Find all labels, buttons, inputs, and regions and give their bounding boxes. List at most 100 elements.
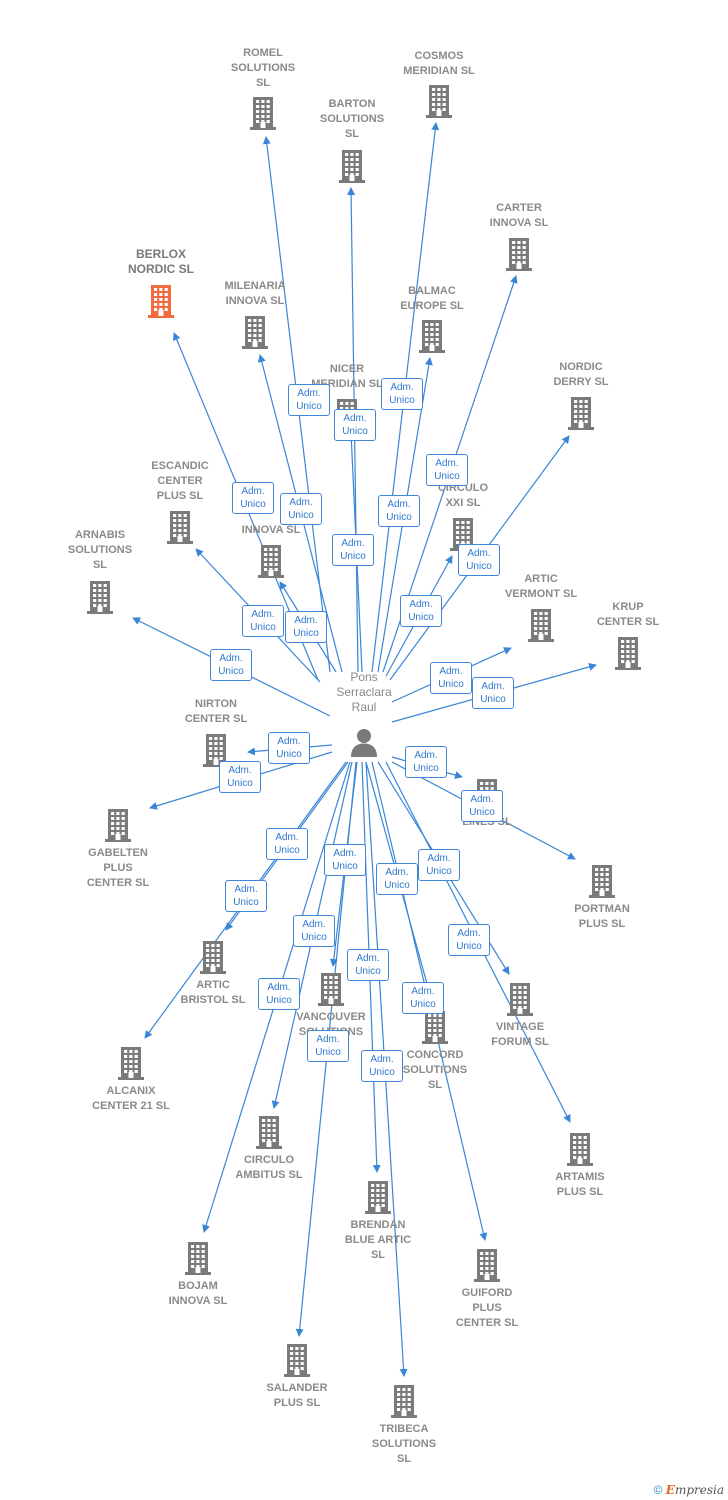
brand-logo: Empresia [666, 1483, 724, 1497]
role-badge[interactable]: Adm.Unico [448, 924, 490, 956]
role-label-line1: Adm. [251, 609, 275, 620]
company-node-arnabis[interactable]: ARNABIS SOLUTIONS SL [45, 528, 155, 614]
role-badge[interactable]: Adm.Unico [324, 844, 366, 876]
company-name: BARTON SOLUTIONS SL [319, 98, 385, 140]
role-badge[interactable]: Adm.Unico [280, 493, 322, 525]
role-label-line2: Unico [276, 749, 302, 760]
company-node-carter[interactable]: CARTER INNOVA SL [464, 201, 574, 271]
footer-credit[interactable]: © Empresia [654, 1483, 724, 1497]
role-badge[interactable]: Adm.Unico [405, 746, 447, 778]
role-badge[interactable]: Adm.Unico [376, 863, 418, 895]
role-label-line1: Adm. [411, 986, 435, 997]
role-badge[interactable]: Adm.Unico [472, 677, 514, 709]
role-badge[interactable]: Adm.Unico [426, 454, 468, 486]
building-icon [568, 397, 594, 430]
role-label-line1: Adm. [390, 382, 414, 393]
role-badge[interactable]: Adm.Unico [400, 595, 442, 627]
role-label-line2: Unico [389, 395, 415, 406]
company-name: ARTAMIS PLUS SL [555, 1171, 605, 1198]
company-node-krup[interactable]: KRUP CENTER SL [573, 600, 683, 670]
company-node-guiford[interactable]: GUIFORD PLUS CENTER SL [432, 1248, 542, 1331]
company-node-bojam[interactable]: BOJAM INNOVA SL [143, 1241, 253, 1309]
role-badge[interactable]: Adm.Unico [266, 828, 308, 860]
role-label-line1: Adm. [316, 1034, 340, 1045]
role-badge[interactable]: Adm.Unico [242, 605, 284, 637]
role-label-line2: Unico [227, 778, 253, 789]
role-label-line1: Adm. [343, 413, 367, 424]
company-name: NIRTON CENTER SL [184, 698, 248, 725]
company-node-nirton[interactable]: NIRTON CENTER SL [161, 697, 271, 767]
role-label-line2: Unico [266, 995, 292, 1006]
role-badge[interactable]: Adm.Unico [334, 409, 376, 441]
company-node-romel[interactable]: ROMEL SOLUTIONS SL [208, 46, 318, 130]
role-badge[interactable]: Adm.Unico [347, 949, 389, 981]
company-name: ARTIC BRISTOL SL [180, 979, 246, 1006]
role-label-line1: Adm. [277, 736, 301, 747]
role-badge[interactable]: Adm.Unico [288, 384, 330, 416]
role-badge[interactable]: Adm. Unico [258, 978, 300, 1010]
company-node-nordic[interactable]: NORDIC DERRY SL [526, 360, 636, 430]
role-badge[interactable]: Adm.Unico [210, 649, 252, 681]
role-badge[interactable]: Adm. Unico [402, 982, 444, 1014]
role-badge[interactable]: Adm.Unico [285, 611, 327, 643]
building-icon [105, 809, 131, 842]
role-badge[interactable]: Adm.Unico [332, 534, 374, 566]
role-label-line2: Unico [233, 897, 259, 908]
company-node-tribeca[interactable]: TRIBECA SOLUTIONS SL [349, 1384, 459, 1467]
role-badge[interactable]: Adm.Unico [307, 1030, 349, 1062]
company-node-barton[interactable]: BARTON SOLUTIONS SL [297, 97, 407, 183]
role-badge[interactable]: Adm. Unico [268, 732, 310, 764]
building-icon [185, 1242, 211, 1275]
role-badge[interactable]: Adm. Unico [381, 378, 423, 410]
brand-initial: E [665, 1483, 675, 1497]
company-name: GABELTEN PLUS CENTER SL [86, 847, 150, 889]
role-label-line2: Unico [355, 966, 381, 977]
building-icon [148, 285, 174, 318]
role-badge[interactable]: Adm.Unico [219, 761, 261, 793]
role-label-line2: Unico [438, 679, 464, 690]
company-node-gabelten[interactable]: GABELTEN PLUS CENTER SL [63, 808, 173, 891]
company-node-cosmos[interactable]: COSMOS MERIDIAN SL [384, 49, 494, 118]
company-node-alcanix[interactable]: ALCANIX CENTER 21 SL [76, 1046, 186, 1114]
company-node-milenaria[interactable]: MILENARIA INNOVA SL [200, 279, 310, 349]
role-badge[interactable]: Adm.Unico [378, 495, 420, 527]
company-node-berlox[interactable]: BERLOX NORDIC SL [106, 247, 216, 318]
role-badge[interactable]: Adm.Unico [361, 1050, 403, 1082]
role-badge[interactable]: Adm.Unico [458, 544, 500, 576]
role-label-line1: Adm. [370, 1054, 394, 1065]
building-icon [87, 581, 113, 614]
company-node-escandic[interactable]: ESCANDIC CENTER PLUS SL [125, 459, 235, 544]
role-badge[interactable]: Adm.Unico [430, 662, 472, 694]
role-label-line1: Adm. [470, 794, 494, 805]
building-icon [167, 511, 193, 544]
role-badge[interactable]: Adm.Unico [293, 915, 335, 947]
person-node[interactable]: Pons Serraclara Raul [310, 670, 418, 757]
company-name: GUIFORD PLUS CENTER SL [455, 1287, 519, 1329]
company-node-balmac[interactable]: BALMAC EUROPE SL [377, 284, 487, 353]
role-label-line2: Unico [410, 999, 436, 1010]
role-badge[interactable]: Adm.Unico [232, 482, 274, 514]
role-label-line1: Adm. [241, 486, 265, 497]
role-label-line1: Adm. [267, 982, 291, 993]
company-name: NORDIC DERRY SL [553, 361, 609, 388]
role-label-line2: Unico [469, 807, 495, 818]
company-name: MILENARIA INNOVA SL [224, 280, 286, 307]
company-node-articv[interactable]: ARTIC VERMONT SL [486, 572, 596, 642]
building-icon [474, 1249, 500, 1282]
role-label-line1: Adm. [481, 681, 505, 692]
company-node-articb[interactable]: ARTIC BRISTOL SL [158, 940, 268, 1008]
building-icon [250, 97, 276, 130]
company-node-ambitus[interactable]: CIRCULO AMBITUS SL [214, 1115, 324, 1183]
role-badge[interactable]: Adm. Unico [461, 790, 503, 822]
role-label-line2: Unico [466, 561, 492, 572]
role-label-line1: Adm. [435, 458, 459, 469]
company-node-salander[interactable]: SALANDER PLUS SL [242, 1343, 352, 1411]
company-node-concord[interactable]: CONCORD SOLUTIONS SL [380, 1010, 490, 1093]
company-node-innova2[interactable]: INNOVA SL [216, 523, 326, 578]
company-node-artamis[interactable]: ARTAMIS PLUS SL [525, 1132, 635, 1200]
role-badge[interactable]: Adm.Unico [225, 880, 267, 912]
company-node-vintage[interactable]: VINTAGE FORUM SL [465, 982, 575, 1050]
company-node-brendan[interactable]: BRENDAN BLUE ARTIC SL [323, 1180, 433, 1263]
company-node-portman[interactable]: PORTMAN PLUS SL [547, 864, 657, 932]
role-badge[interactable]: Adm.Unico [418, 849, 460, 881]
